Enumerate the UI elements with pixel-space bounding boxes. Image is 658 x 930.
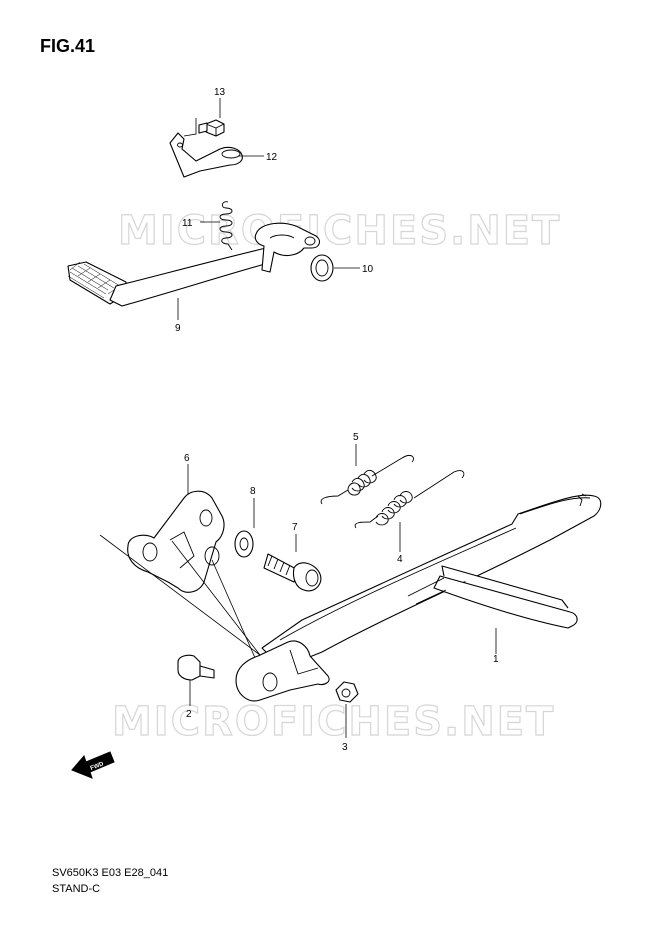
leader-lines: [177, 98, 497, 654]
part-13-bolt: [198, 119, 225, 137]
part-2-bolt: [177, 654, 215, 706]
part-6-bracket: [127, 490, 225, 593]
callout-4: 4: [397, 554, 403, 565]
figure-title: FIG.41: [40, 36, 96, 56]
part-10-washer: [310, 254, 334, 282]
callout-6: 6: [184, 453, 190, 464]
part-5-spring: [320, 455, 414, 505]
callout-13: 13: [214, 87, 226, 98]
footer-name: STAND-C: [52, 883, 101, 895]
callout-2: 2: [186, 709, 192, 720]
callout-12: 12: [266, 152, 278, 163]
watermark-top: MICROFICHES.NET: [118, 208, 561, 254]
callout-labels: 1 2 3 4 5 6 7 8 9 10 11 12 13: [175, 87, 499, 753]
footer-code: SV650K3 E03 E28_041: [52, 867, 169, 879]
part-8-washer: [234, 530, 254, 558]
callout-9: 9: [175, 323, 181, 334]
callout-1: 1: [493, 654, 499, 665]
part-1-stand: [235, 493, 602, 702]
watermark-bottom: MICROFICHES.NET: [112, 699, 555, 745]
part-4-spring: [354, 470, 465, 529]
part-3-nut: [335, 681, 359, 738]
callout-11: 11: [182, 218, 193, 229]
leader-bracket-2: [211, 559, 257, 661]
part-9-pedal: [67, 222, 321, 307]
fwd-arrow-icon: FWD: [71, 751, 115, 779]
callout-8: 8: [250, 486, 256, 497]
callout-3: 3: [342, 742, 348, 753]
part-7-bolt: [263, 553, 322, 592]
part-11-spring: [219, 201, 233, 251]
callout-7: 7: [292, 522, 298, 533]
part-12-plate: [169, 118, 243, 178]
callout-5: 5: [353, 432, 359, 443]
callout-10: 10: [362, 264, 374, 275]
fwd-label: FWD: [90, 761, 106, 772]
